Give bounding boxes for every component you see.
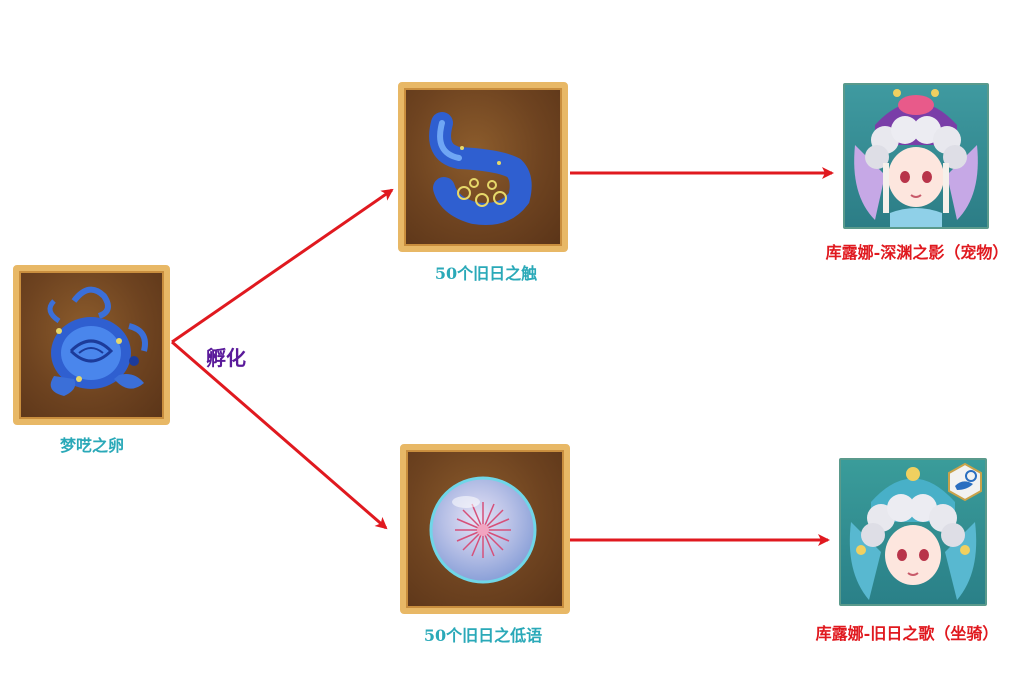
egg-item bbox=[13, 265, 170, 425]
hatch-label: 孵化 bbox=[206, 346, 246, 370]
mount-portrait bbox=[839, 458, 987, 606]
tentacle-item bbox=[398, 82, 568, 252]
crystal-orb-icon bbox=[429, 476, 537, 584]
whisper-item bbox=[400, 444, 570, 614]
arrow-egg-to-tentacle bbox=[171, 188, 394, 344]
egg-label: 梦呓之卵 bbox=[59, 436, 125, 455]
whisper-label: 50个旧日之低语 bbox=[423, 626, 543, 645]
arrow-egg-to-whisper bbox=[171, 340, 388, 530]
egg-icon bbox=[47, 286, 148, 396]
tentacle-label: 50个旧日之触 bbox=[434, 264, 538, 283]
mount-label: 库露娜-旧日之歌（坐骑） bbox=[815, 624, 999, 643]
pet-label: 库露娜-深渊之影（宠物） bbox=[825, 243, 1009, 262]
pet-portrait bbox=[843, 83, 989, 229]
kuluna-pet-icon bbox=[854, 89, 978, 227]
kuluna-mount-icon bbox=[849, 467, 977, 600]
tentacle-icon bbox=[429, 112, 532, 225]
mount-badge-icon bbox=[948, 462, 982, 502]
